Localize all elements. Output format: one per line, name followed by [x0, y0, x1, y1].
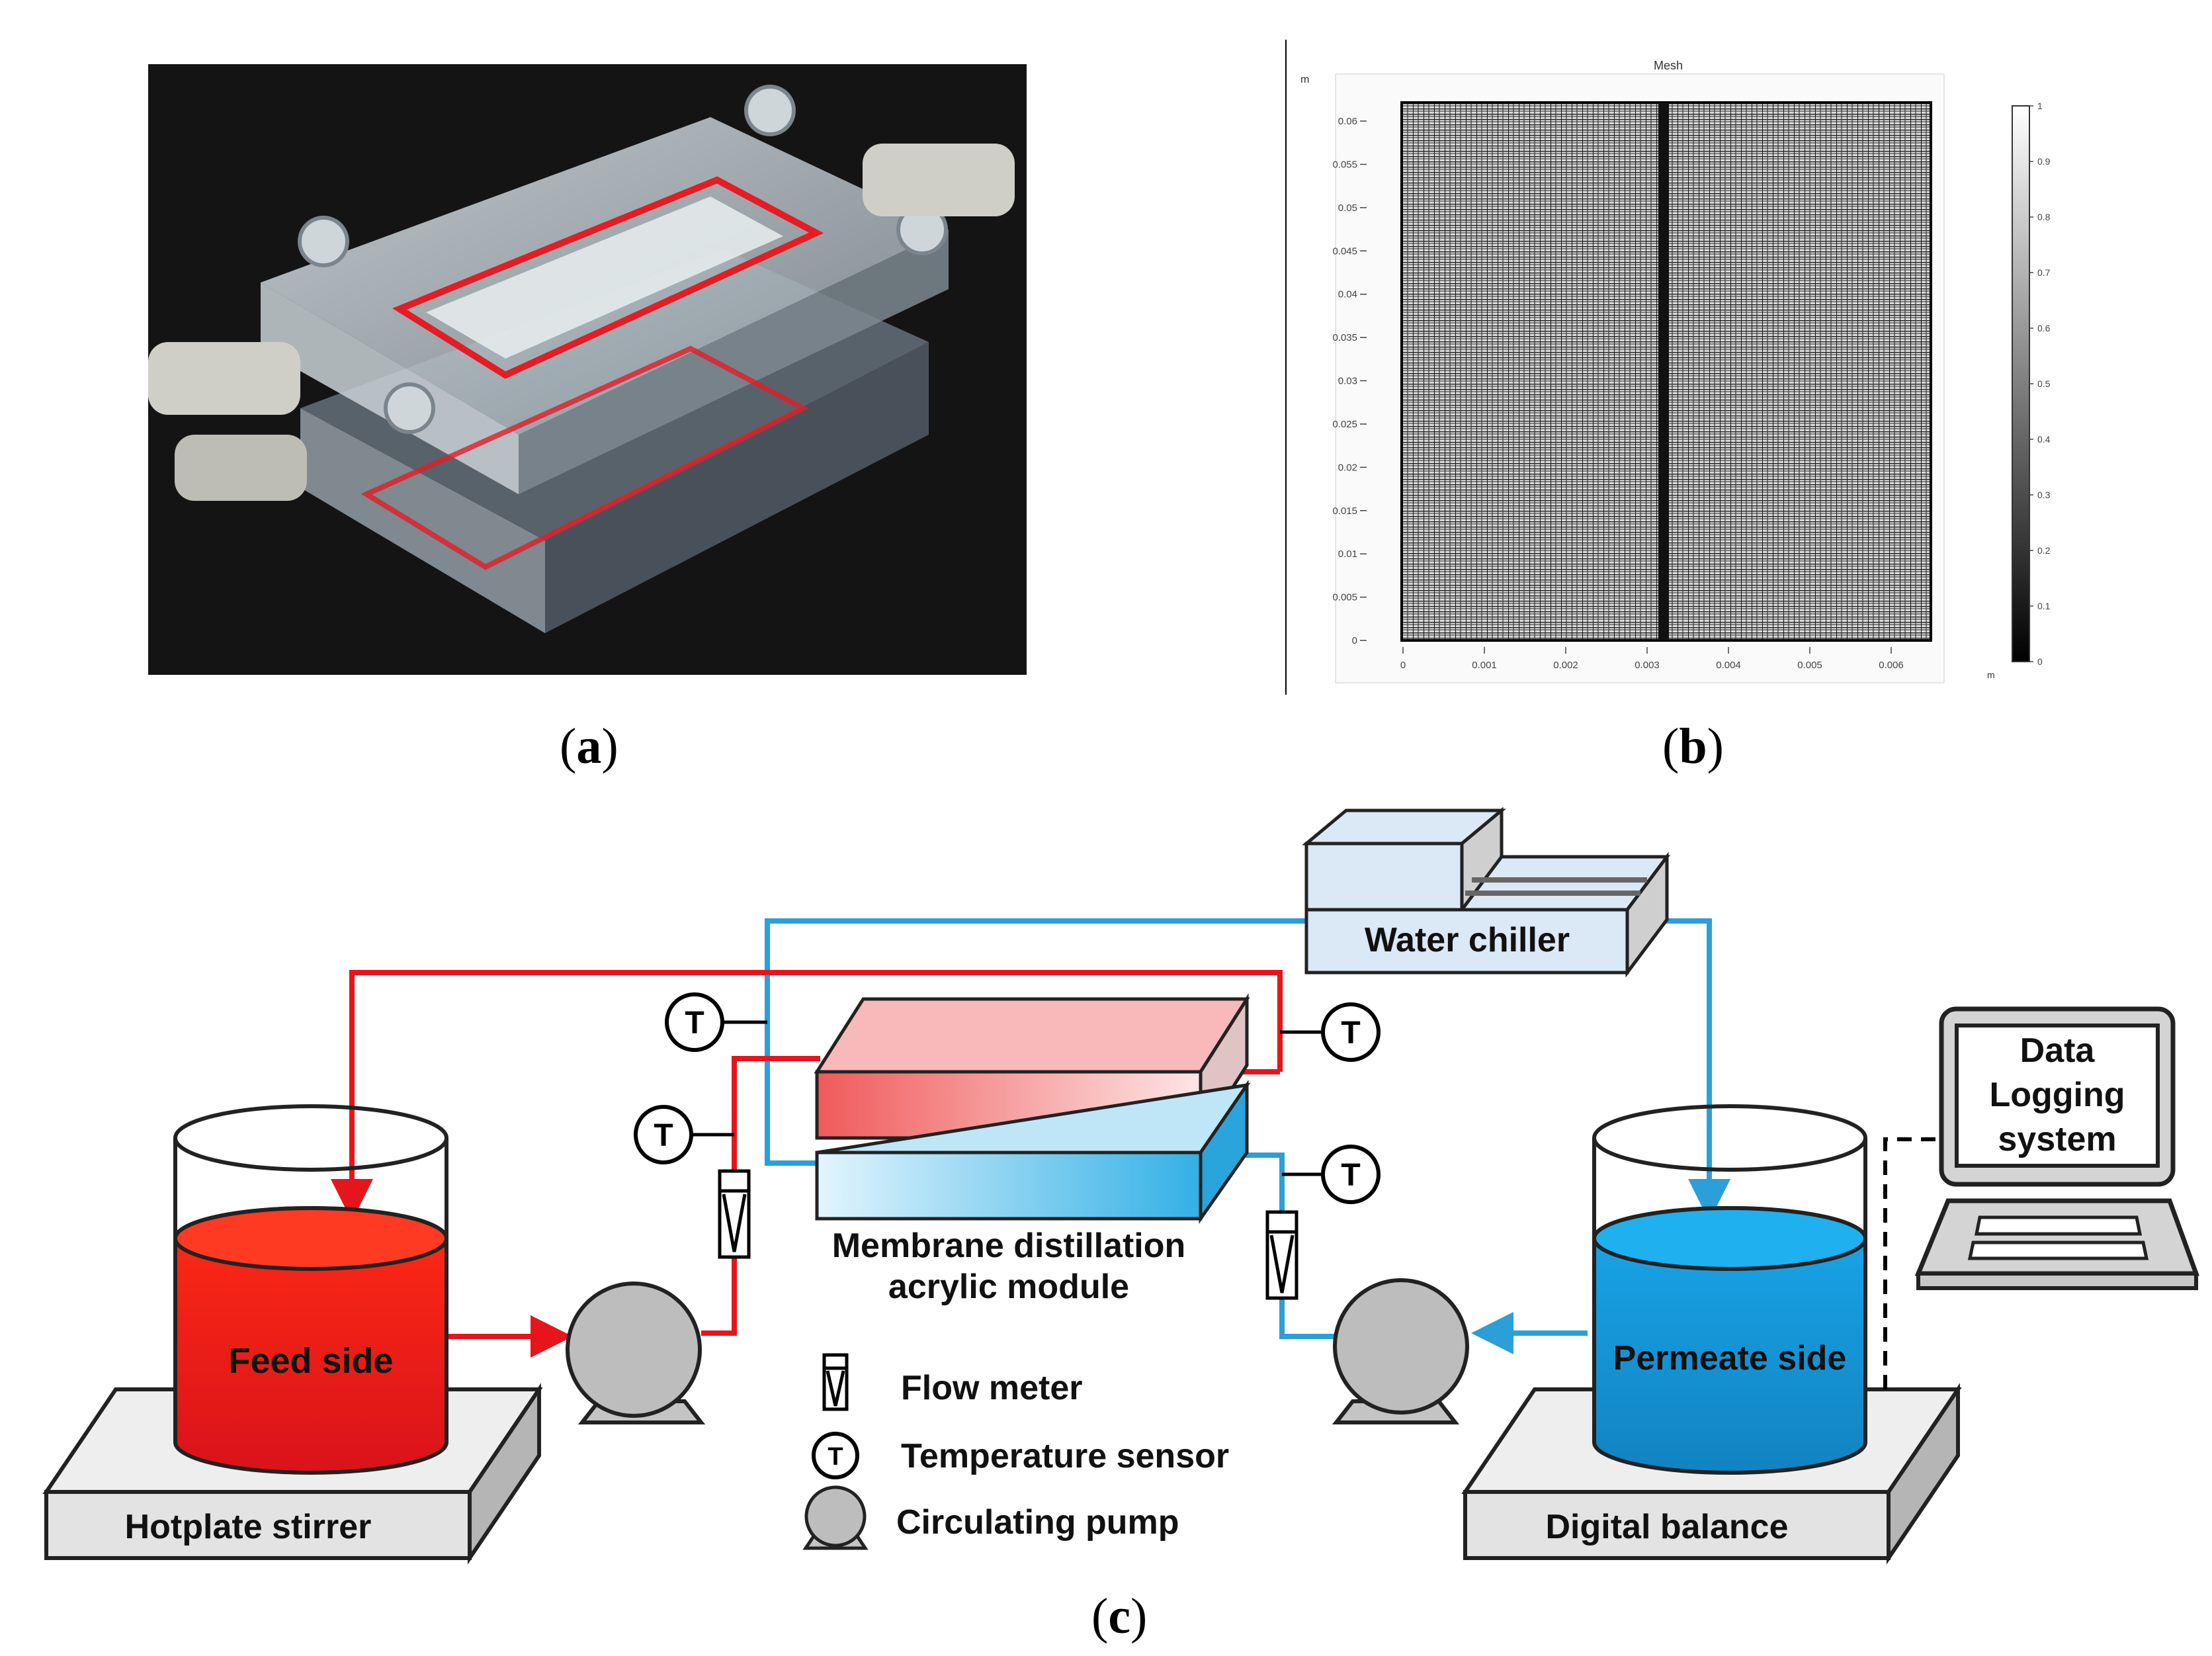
balance-label: Digital balance [1546, 1508, 1789, 1546]
y-tick-label: 0.015 [1332, 505, 1357, 517]
legend: Flow meter T Temperature sensor Circulat… [802, 1353, 1229, 1550]
y-tick-label: 0 [1352, 635, 1357, 646]
module-label-line2: acrylic module [888, 1268, 1129, 1306]
feed-pump-icon [566, 1282, 706, 1424]
flow-meter-icon [1265, 1210, 1298, 1300]
circulating-pump-icon [802, 1485, 869, 1550]
mesh-plot: m Mesh 0.060.0550.050.0450.040.0350.030.… [1285, 40, 2051, 695]
data-logging-line2: Logging [1989, 1076, 2125, 1114]
colorbar-tick-label: 0.1 [2037, 601, 2051, 611]
module-label-line1: Membrane distillation [832, 1227, 1186, 1265]
acrylic-module-illustration [148, 85, 1015, 633]
panel-label-a: (a) [560, 719, 618, 774]
colorbar-tick-label: 0.3 [2037, 490, 2051, 500]
temperature-sensors: T T T T [634, 992, 1381, 1204]
y-unit: m [1300, 74, 1309, 85]
colorbar-tick-label: 0.8 [2037, 212, 2051, 222]
permeate-beaker: Permeate side [1592, 1104, 1867, 1475]
sensor-t: T [685, 1006, 704, 1041]
panel-label-c: (c) [1091, 1589, 1148, 1644]
water-chiller-label: Water chiller [1365, 921, 1570, 959]
sensor-t: T [654, 1118, 673, 1153]
x-tick-label: 0.004 [1716, 660, 1741, 671]
temperature-sensor-icon [665, 992, 724, 1052]
md-setup-schematic: Water chiller Membrane distillation acry… [42, 806, 2199, 1565]
md-module: Membrane distillation acrylic module [814, 993, 1251, 1306]
colorbar-tick-label: 0 [2037, 656, 2043, 667]
colorbar [2012, 105, 2030, 662]
x-tick-label: 0.002 [1553, 660, 1578, 671]
x-tick-label: 0.005 [1797, 660, 1822, 671]
temperature-sensor-icon [1321, 1145, 1381, 1204]
sensor-t: T [1341, 1016, 1360, 1051]
feed-beaker: Feed side [173, 1104, 448, 1475]
y-tick-label: 0.06 [1338, 116, 1357, 127]
hotplate-label: Hotplate stirrer [125, 1508, 372, 1546]
x-tick-label: 0.001 [1472, 660, 1497, 671]
y-tick-label: 0.03 [1338, 376, 1357, 387]
colorbar-tick-label: 0.2 [2037, 545, 2051, 556]
data-logging-computer: Data Logging system [1883, 1006, 2199, 1389]
permeate-side-label: Permeate side [1613, 1339, 1847, 1377]
panel-label-b: (b) [1662, 719, 1724, 774]
data-logging-line1: Data [2020, 1031, 2096, 1070]
y-tick-label: 0.055 [1332, 159, 1357, 170]
temperature-sensor-icon [634, 1105, 693, 1164]
permeate-pump-icon [1332, 1278, 1469, 1424]
y-tick-label: 0.005 [1332, 592, 1357, 603]
legend-circulating-pump: Circulating pump [896, 1503, 1179, 1542]
flow-meter-icon [822, 1353, 849, 1411]
y-tick-label: 0.045 [1332, 245, 1357, 257]
x-tick-label: 0 [1400, 660, 1406, 671]
membrane-line [1658, 103, 1669, 640]
temperature-sensor-icon [1321, 1002, 1381, 1062]
water-chiller: Water chiller [1302, 806, 1670, 978]
x-tick-label: 0.006 [1879, 660, 1904, 671]
x-ticks: 0 0.001 0.002 0.003 0.004 0.005 0.006 [1400, 647, 1904, 671]
colorbar-tick-label: 0.4 [2037, 434, 2051, 445]
x-unit: m [1987, 670, 1995, 680]
legend-t: T [828, 1443, 843, 1471]
y-ticks: 0.06 0.055 0.05 0.045 0.04 0.035 0.03 0.025 0.02… [1332, 116, 1367, 646]
y-tick-label: 0.02 [1338, 462, 1357, 473]
x-tick-label: 0.003 [1635, 660, 1660, 671]
colorbar-tick-label: 1 [2037, 101, 2043, 111]
y-tick-label: 0.01 [1338, 548, 1357, 560]
colorbar-tick-label: 0.7 [2037, 267, 2051, 278]
feed-side-label: Feed side [228, 1341, 393, 1381]
colorbar-tick-label: 0.5 [2037, 378, 2051, 389]
sensor-t: T [1341, 1158, 1360, 1193]
module-photo [148, 64, 1027, 675]
colorbar-tick-label: 0.9 [2037, 156, 2051, 167]
colorbar-ticks: 1 0.9 0.8 0.7 0.6 0.5 0.4 0.3 0.2 0.1 0 [2029, 101, 2051, 667]
data-logging-line3: system [1998, 1120, 2116, 1158]
colorbar-tick-label: 0.6 [2037, 323, 2051, 333]
mesh-title: Mesh [1654, 59, 1683, 72]
legend-flow-meter: Flow meter [901, 1369, 1083, 1407]
y-tick-label: 0.04 [1338, 289, 1357, 300]
y-tick-label: 0.035 [1332, 332, 1357, 343]
y-tick-label: 0.025 [1332, 419, 1357, 430]
y-tick-label: 0.05 [1338, 202, 1357, 214]
flow-meters [718, 1169, 1298, 1300]
flow-meter-icon [718, 1169, 751, 1259]
temperature-sensor-icon [812, 1432, 859, 1479]
legend-temperature-sensor: Temperature sensor [901, 1437, 1229, 1475]
